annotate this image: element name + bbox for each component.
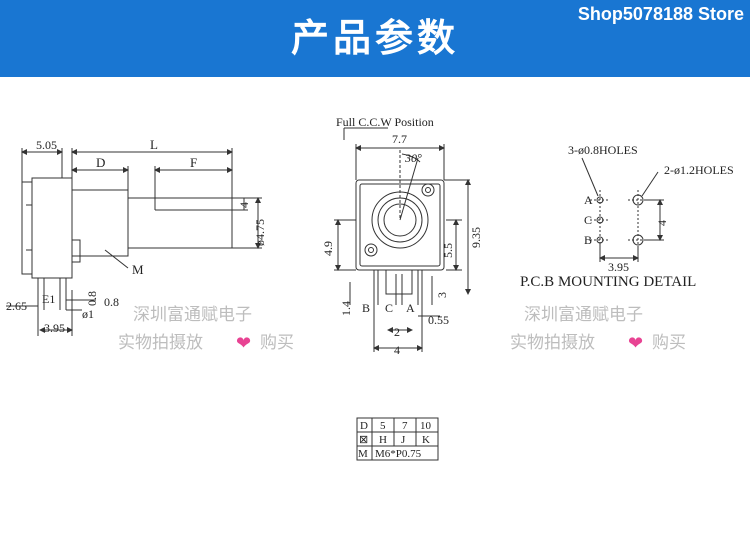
dim-7-7: 7.7 <box>392 132 407 146</box>
pcb-pin-a: A <box>584 193 593 207</box>
table-cell: K <box>422 434 430 446</box>
store-name: Shop5078188 Store <box>577 4 744 24</box>
dim-0-8: 0.8 <box>104 295 119 309</box>
watermark-left-line1: 深圳富通赋电子 <box>133 305 252 325</box>
side-view-labels: 5.05 L D F 4 ø4.75 M E1 0.8 ø1 0.8 2.65 … <box>6 137 267 335</box>
side-view <box>6 148 262 336</box>
dim-30-deg: 30° <box>404 151 422 165</box>
table-cell: J <box>401 434 406 446</box>
dim-0-55: 0.55 <box>428 313 449 327</box>
pin-label-a: A <box>406 301 415 315</box>
pcb-dim-3-95: 3.95 <box>608 260 629 274</box>
header-banner <box>0 0 750 77</box>
heart-icon: ❤ <box>628 333 643 353</box>
dim-4: 4 <box>237 202 251 208</box>
watermark-right-line2a: 实物拍摄放 <box>510 333 595 353</box>
watermark-left: 深圳富通赋电子 实物拍摄放 ❤ 购买 <box>118 305 294 353</box>
dim-2: 2 <box>394 325 400 339</box>
table-cell: M <box>358 448 368 460</box>
watermark-left-line2b: 购买 <box>260 333 294 353</box>
table-cell: M6*P0.75 <box>375 448 422 460</box>
pot-back-plate <box>21 181 33 275</box>
watermark-left-line2a: 实物拍摄放 <box>118 333 203 353</box>
pcb-view <box>581 157 664 262</box>
pin-label-b: B <box>362 301 370 315</box>
dim-F: F <box>190 155 197 170</box>
dim-shaft-dia: ø4.75 <box>253 219 267 246</box>
label-M: M <box>132 262 144 277</box>
pin-label-c: C <box>385 301 393 315</box>
watermark-right-line2b: 购买 <box>652 333 686 353</box>
pcb-dim-4: 4 <box>655 220 669 226</box>
pcb-pin-b: B <box>584 233 592 247</box>
table-cell: 5 <box>380 420 386 432</box>
pcb-view-labels: 3-ø0.8HOLES 2-ø1.2HOLES A C B 4 3.95 P.C… <box>520 143 734 290</box>
table-cell: D <box>360 420 368 432</box>
table-cell: 10 <box>420 420 432 432</box>
dim-0-8-vertical: 0.8 <box>85 291 99 306</box>
dim-4-bottom: 4 <box>394 343 400 357</box>
large-holes-label: 2-ø1.2HOLES <box>664 163 734 177</box>
dim-D: D <box>96 155 105 170</box>
spec-table-cells: D 5 7 10 ⊠ H J K M M6*P0.75 <box>358 420 432 460</box>
dim-5-5: 5.5 <box>441 243 455 258</box>
front-body <box>355 179 445 271</box>
heart-icon: ❤ <box>236 333 251 353</box>
dim-4-9: 4.9 <box>321 241 335 256</box>
dim-3: 3 <box>435 292 449 298</box>
shaft <box>127 197 233 249</box>
front-view <box>334 127 471 352</box>
pcb-pin-c: C <box>584 213 592 227</box>
dim-pin-dia: ø1 <box>82 307 94 321</box>
dim-9-35: 9.35 <box>469 227 483 248</box>
dim-3-95: 3.95 <box>44 321 65 335</box>
dim-5-05: 5.05 <box>36 138 57 152</box>
dim-L: L <box>150 137 158 152</box>
table-cell: H <box>379 434 387 446</box>
small-holes-label: 3-ø0.8HOLES <box>568 143 638 157</box>
dim-2-65: 2.65 <box>6 299 27 313</box>
table-cell: 7 <box>402 420 408 432</box>
spec-table <box>356 417 439 461</box>
position-label: Full C.C.W Position <box>336 115 434 129</box>
watermark-right-line1: 深圳富通赋电子 <box>524 305 643 325</box>
front-view-labels: Full C.C.W Position 7.7 30° 4.9 9.35 5.5… <box>321 115 483 357</box>
dim-1-4: 1.4 <box>339 301 353 316</box>
page-title: 产品参数 <box>290 16 459 60</box>
watermark-right: 深圳富通赋电子 实物拍摄放 ❤ 购买 <box>510 305 686 353</box>
table-cell: ⊠ <box>359 434 368 446</box>
pot-body <box>31 177 73 279</box>
pcb-title: P.C.B MOUNTING DETAIL <box>520 274 696 290</box>
label-E1: E1 <box>42 292 55 306</box>
